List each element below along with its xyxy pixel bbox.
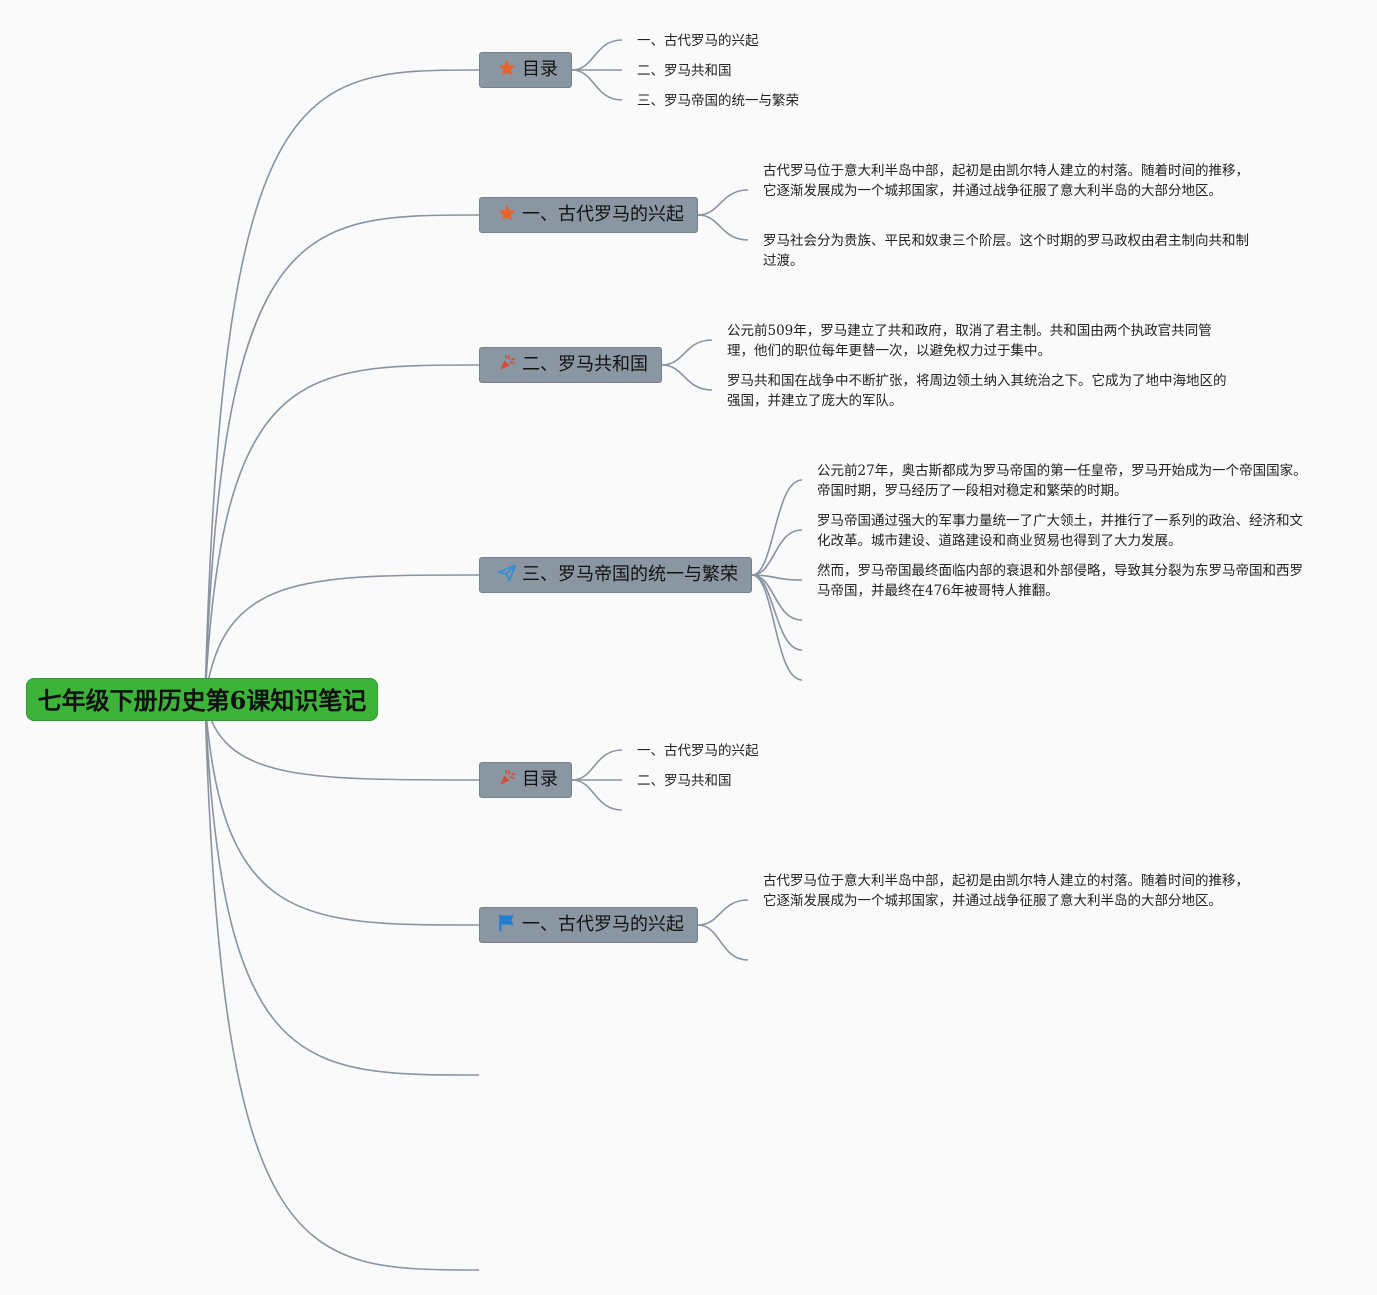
leaf-text: 二、罗马共和国 [637,63,732,79]
leaf-text: 公元前27年，奥古斯都成为罗马帝国的第一任皇帝，罗马开始成为一个帝国国家。帝国时… [817,463,1307,499]
connector-curve [751,574,803,621]
leaf-text: 罗马社会分为贵族、平民和奴隶三个阶层。这个时期的罗马政权由君主制向共和制过渡。 [763,233,1249,269]
leaf-text: 二、罗马共和国 [637,773,732,789]
topic-toc-1[interactable]: 目录 [479,52,572,88]
connector-curve [661,364,713,391]
connector-curve [661,339,713,366]
topic-toc-2[interactable]: 目录 [479,762,572,798]
connector-curve [204,699,480,1271]
connector-curve [204,699,480,781]
connector-curve [751,479,803,576]
connector-curve [204,699,480,926]
star-icon [497,58,517,78]
topic-label: 二、罗马共和国 [522,354,648,375]
connector-curve [697,189,749,216]
leaf-text: 古代罗马位于意大利半岛中部，起初是由凯尔特人建立的村落。随着时间的推移，它逐渐发… [763,163,1249,199]
connector-curve [697,899,749,926]
connector-curve [751,574,803,651]
leaf-text: 三、罗马帝国的统一与繁荣 [637,93,799,109]
connector-curve [751,529,803,576]
topic-label: 目录 [522,769,558,790]
leaf-text: 古代罗马位于意大利半岛中部，起初是由凯尔特人建立的村落。随着时间的推移，它逐渐发… [763,873,1249,909]
leaf-text: 然而，罗马帝国最终面临内部的衰退和外部侵略，导致其分裂为东罗马帝国和西罗马帝国，… [817,563,1303,599]
leaf-text: 公元前509年，罗马建立了共和政府，取消了君主制。共和国由两个执政官共同管理，他… [727,323,1212,359]
topic-label: 一、古代罗马的兴起 [522,204,684,225]
connector-curve [571,779,623,811]
topic-rise-of-rome[interactable]: 一、古代罗马的兴起 [479,197,698,233]
party-popper-icon [497,768,517,788]
topic-label: 一、古代罗马的兴起 [522,914,684,935]
connector-curve [751,574,803,681]
topic-roman-republic[interactable]: 二、罗马共和国 [479,347,662,383]
connector-curve [571,39,623,71]
connector-curve [204,574,480,701]
connector-curve [204,364,480,701]
star-icon [497,203,517,223]
connector-curve [204,69,480,701]
topic-label: 三、罗马帝国的统一与繁荣 [522,564,738,585]
topic-rise-of-rome-2[interactable]: 一、古代罗马的兴起 [479,907,698,943]
topic-label: 目录 [522,59,558,80]
leaf-text: 一、古代罗马的兴起 [637,743,759,759]
connector-curve [571,749,623,781]
connector-curve [571,69,623,101]
flag-icon [497,913,517,933]
connector-curve [204,699,480,1076]
leaf-text: 罗马帝国通过强大的军事力量统一了广大领土，并推行了一系列的政治、经济和文化改革。… [817,513,1303,549]
party-popper-icon [497,353,517,373]
leaf-text: 一、古代罗马的兴起 [637,33,759,49]
leaf-text: 罗马共和国在战争中不断扩张，将周边领土纳入其统治之下。它成为了地中海地区的强国，… [727,373,1227,409]
root-topic[interactable]: 七年级下册历史第6课知识笔记 [26,678,378,721]
connector-curve [697,924,749,961]
connector-curve [697,214,749,241]
topic-roman-empire[interactable]: 三、罗马帝国的统一与繁荣 [479,557,752,593]
connector-curve [204,214,480,701]
paper-plane-icon [497,563,517,583]
